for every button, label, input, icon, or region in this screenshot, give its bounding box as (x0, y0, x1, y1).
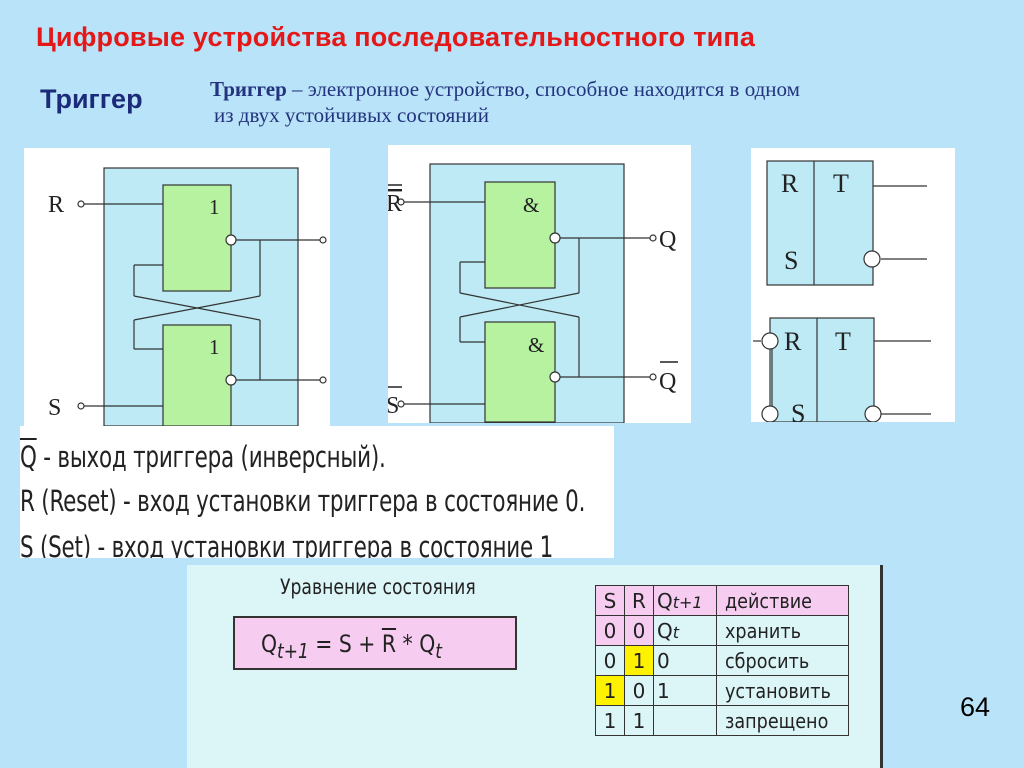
gate-top-label: & (523, 193, 539, 217)
gate-top-label: 1 (209, 195, 220, 219)
state-equation-box: Qt+1 = S + R * Qt (233, 616, 517, 670)
inversion-bubble-top (225, 234, 237, 246)
gate-bottom (162, 324, 232, 426)
slide-title: Цифровые устройства последовательностног… (36, 22, 756, 52)
input-r-label: R (48, 192, 64, 218)
rs-trigger-symbols: R S T R S T (751, 148, 955, 422)
state-equation: Qt+1 = S + R * Qt (261, 630, 442, 663)
input-s-label: S (48, 395, 61, 421)
symbol-inverse-s-input (761, 405, 779, 422)
legend-r-line: R (Reset) - вход установки триггера в со… (20, 484, 586, 518)
symbol-direct-t: T (833, 169, 849, 198)
inversion-bubble-top (549, 232, 561, 244)
table-row: 1 1 запрещено (595, 705, 850, 736)
slide-subtitle: Триггер (40, 84, 143, 114)
symbol-direct-inverse-output (863, 250, 881, 268)
symbol-direct-s: S (784, 246, 798, 275)
page-number: 64 (960, 692, 991, 722)
legend-q-text: - выход триггера (инверсный). (36, 440, 386, 474)
equation-heading: Уравнение состояния (280, 575, 476, 599)
nand-trigger-diagram: R S & & Q Q (388, 145, 691, 423)
inversion-bubble-bottom (549, 371, 561, 383)
signal-legend: Q - выход триггера (инверсный). R (Reset… (20, 426, 614, 558)
gate-bottom-label: 1 (209, 335, 220, 359)
symbol-inverse-r: R (784, 327, 802, 356)
legend-q-letter: Q (20, 440, 37, 474)
gate-bottom-label: & (528, 333, 544, 357)
symbol-inverse-output (864, 405, 882, 422)
definition-text: – электронное устройство, способное нахо… (286, 77, 800, 101)
symbol-inverse-r-input (761, 332, 779, 350)
output-q-inverse-label: Q (659, 369, 676, 395)
inversion-bubble-bottom (225, 374, 237, 386)
symbol-inverse-box (769, 317, 875, 422)
symbol-inverse-s: S (791, 399, 805, 422)
table-row: 1 0 1 установить (595, 675, 850, 706)
gate-bottom (484, 321, 556, 423)
input-r-inverse-label: R (388, 191, 402, 217)
legend-q-line: Q - выход триггера (инверсный). (20, 440, 386, 474)
truth-table-header: S R Qt+1 действие (595, 585, 850, 616)
table-row: 0 0 Qt хранить (595, 615, 850, 646)
definition-term: Триггер (210, 77, 287, 101)
symbol-direct-r: R (781, 169, 799, 198)
definition-line2: из двух устойчивых состояний (214, 103, 489, 127)
symbol-direct-box (766, 160, 874, 286)
input-s-inverse-label: S (388, 393, 399, 419)
state-equation-panel: Уравнение состояния Qt+1 = S + R * Qt S … (187, 565, 883, 768)
nor-trigger-diagram: R S 1 1 (24, 148, 330, 426)
symbol-inverse-t: T (835, 327, 851, 356)
gate-top (484, 181, 556, 289)
legend-s-line: S (Set) - вход установки триггера в сост… (20, 530, 554, 558)
table-row: 0 1 0 сбросить (595, 645, 850, 676)
output-q-label: Q (659, 227, 676, 253)
gate-top (162, 184, 232, 292)
truth-table: S R Qt+1 действие 0 0 Qt хранить 0 1 0 с… (595, 585, 850, 736)
trigger-definition: Триггер – электронное устройство, способ… (210, 76, 950, 128)
equation-r-inverse: R (381, 630, 397, 658)
